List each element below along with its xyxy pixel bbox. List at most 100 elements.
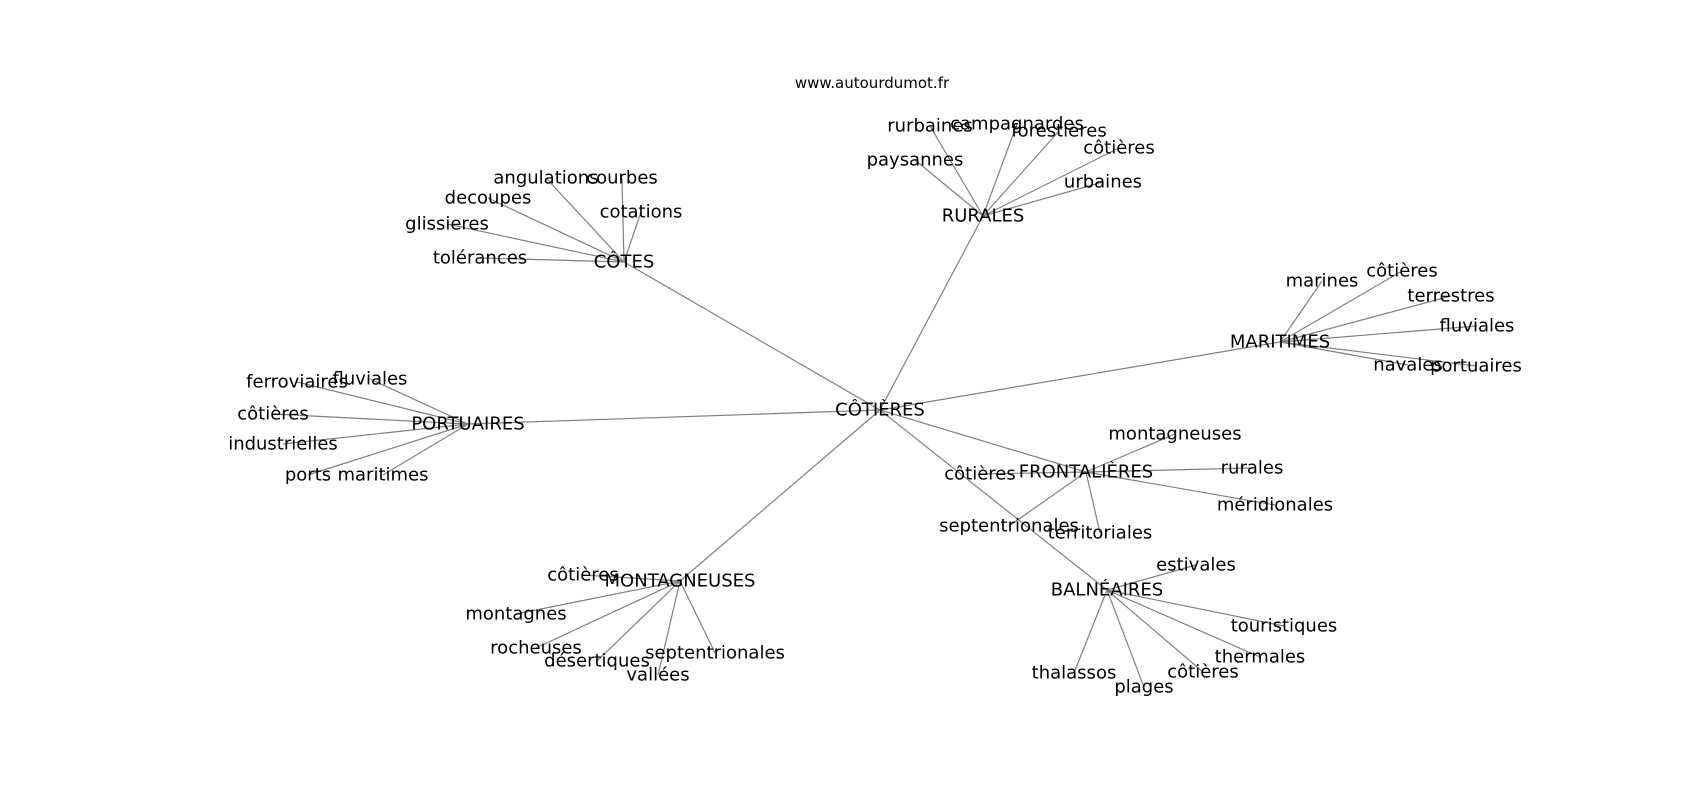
edge-group-to-leaf [1106,589,1285,627]
leaf-node-label: vallées [626,665,689,686]
leaf-node-label: thermales [1215,647,1306,668]
leaf-node-label: rocheuses [490,638,582,659]
leaf-node-label: thalassos [1032,663,1117,684]
leaf-node-label: paysannes [867,150,964,171]
edge-group-to-leaf [382,423,469,476]
group-node-label: MARITIMES [1230,332,1330,353]
edge-center-to-group [679,409,881,582]
leaf-node-label: côtières [237,404,309,425]
edge-group-to-leaf [982,181,1104,217]
edge-group-to-leaf [1279,280,1323,343]
group-node-label: PORTUAIRES [411,414,524,435]
edge-center-to-group [879,215,984,411]
leaf-node-label: cotations [600,202,683,223]
leaf-node-label: ports [285,465,331,486]
leaf-node-label: estivales [1156,555,1236,576]
edge-group-to-leaf [272,413,469,425]
edge-group-to-leaf [1279,295,1452,343]
leaf-node-label: côtières [547,565,619,586]
leaf-node-label: tolérances [433,248,527,269]
edge-group-to-leaf [1008,471,1087,527]
leaf-node-label: courbes [586,168,658,189]
edge-group-to-leaf [929,125,984,217]
leaf-node-label: maritimes [337,465,428,486]
edge-group-to-leaf [1106,589,1145,688]
edge-group-to-leaf [1279,341,1477,367]
edge-group-to-leaf [1106,589,1261,658]
leaf-node-label: fluviales [1440,316,1515,337]
leaf-node-label: forestières [1011,121,1106,142]
leaf-node-label: industrielles [228,434,338,455]
leaf-node-label: méridionales [1217,495,1333,516]
leaf-node-label: rurbaines [887,116,973,137]
edge-group-to-leaf [446,223,625,263]
leaf-node-label: montagneuses [1108,424,1241,445]
edge-group-to-leaf [1085,433,1176,473]
edge-center-to-group [879,341,1281,411]
leaf-node-label: territoriales [1048,523,1153,544]
edge-group-to-leaf [1106,564,1197,591]
edge-group-to-leaf [914,159,984,217]
edge-center-to-group [879,409,1087,473]
leaf-node-label: désertiques [544,651,650,672]
edge-group-to-leaf [657,580,681,676]
edge-group-to-leaf [1279,325,1478,343]
edge-group-to-leaf [545,177,625,263]
watermark-text: www.autourdumot.fr [795,74,950,92]
edge-group-to-leaf [369,378,469,425]
group-node-label: MONTAGNEUSES [605,571,756,592]
leaf-node-label: decoupes [445,188,532,209]
leaf-node-label: glissieres [405,214,489,235]
edge-group-to-leaf [1279,341,1409,366]
edge-group-to-leaf [296,381,469,425]
leaf-node-label: marines [1286,271,1359,292]
edge-group-to-leaf [982,130,1060,217]
leaf-node-label: terrestres [1407,286,1494,307]
edge-group-to-leaf [621,177,625,263]
leaf-node-label: côtières [1083,138,1155,159]
edge-group-to-leaf [1279,270,1403,343]
group-node-label: FRONTALIÈRES [1019,461,1153,483]
edge-group-to-leaf [1085,471,1101,534]
edge-group-to-leaf [487,197,625,263]
leaf-node-label: angulations [493,168,598,189]
leaf-node-label: campagnardes [950,114,1084,135]
edge-group-to-leaf [582,574,681,582]
edge-group-to-leaf [679,580,716,654]
edge-group-to-leaf [282,423,469,445]
center-node-label: CÔTIÈRES [835,399,925,421]
leaf-node-label: septentrionales [939,516,1079,537]
leaf-node-label: portuaires [1430,356,1522,377]
edge-group-to-leaf [307,423,469,476]
edge-group-to-leaf [982,123,1018,217]
leaf-node-label: septentrionales [645,643,785,664]
leaf-node-label: plages [1114,677,1173,698]
group-node-label: BALNÉAIRES [1051,579,1163,601]
leaf-node-label: touristiques [1231,616,1338,637]
group-node-label: CÔTES [594,251,655,273]
leaf-node-label: côtières [1167,662,1239,683]
group-node-label: RURALES [942,206,1025,227]
leaf-node-label: côtières [1366,261,1438,282]
leaf-node-label: côtières [944,464,1016,485]
leaf-node-label: urbaines [1064,172,1142,193]
edge-group-to-leaf [1085,467,1253,473]
edge-center-to-group [879,409,1108,591]
edge-group-to-leaf [515,580,681,615]
leaf-node-label: montagnes [465,604,566,625]
edge-group-to-leaf [979,471,1087,475]
edge-group-to-leaf [982,147,1120,217]
edge-center-to-group [467,409,881,425]
edge-group-to-leaf [596,580,681,662]
leaf-node-label: navales [1373,355,1443,376]
edge-group-to-leaf [623,211,642,263]
graph-labels: www.autourdumot.fr CÔTIÈRES CÔTES angulati… [228,74,1522,698]
edge-center-to-group [623,261,881,411]
edge-group-to-leaf [535,580,681,649]
edge-group-to-leaf [1073,589,1108,674]
edge-group-to-leaf [1106,589,1204,673]
leaf-node-label: rurales [1221,458,1284,479]
leaf-node-label: ferroviaires [246,372,348,393]
leaf-node-label: fluviales [333,369,408,390]
